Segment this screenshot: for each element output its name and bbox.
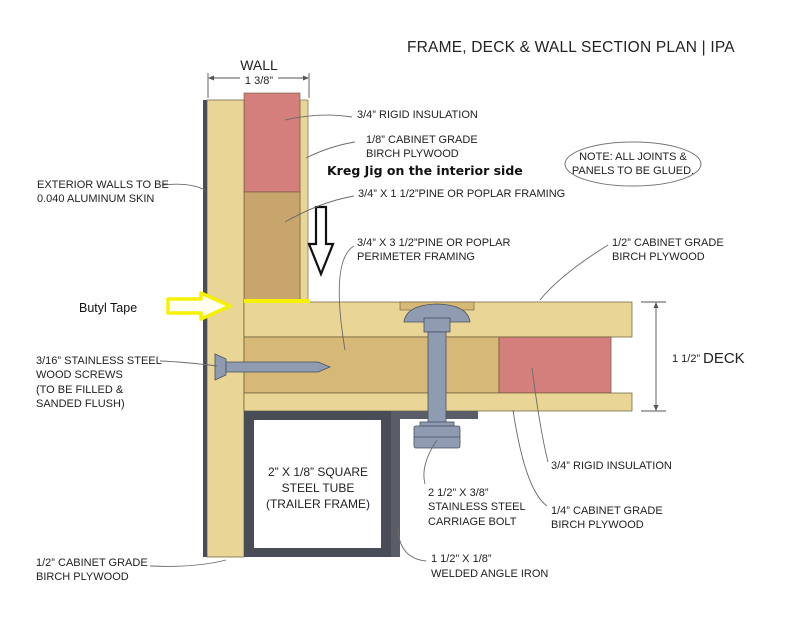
label-ply-half-bottom-line-2: BIRCH PLYWOOD (36, 571, 129, 583)
wall-rigid-insulation (243, 92, 301, 193)
wood-screw (214, 353, 332, 381)
label-bolt-line-1: 2 1/2” X 3/8” (428, 487, 489, 499)
label-exterior-line-2: 0.040 ALUMINUM SKIN (37, 193, 154, 205)
steel-square-tube: 2” X 1/8” SQUARE STEEL TUBE (TRAILER FRA… (244, 411, 391, 557)
tube-label-3: (TRAILER FRAME) (266, 497, 370, 511)
deck-label: DECK (703, 350, 745, 367)
wall-interior-plywood (299, 99, 309, 303)
label-ply-quarter-line-1: 1/4” CABINET GRADE (551, 505, 663, 517)
label-pine-framing: 3/4” X 1 1/2”PINE OR POPLAR FRAMING (358, 188, 565, 200)
wall-label: WALL (240, 57, 278, 73)
aluminum-skin (203, 100, 207, 557)
label-ply-1-8-line-1: 1/8” CABINET GRADE (366, 134, 478, 146)
kreg-jig-arrow: Kreg Jig on the interior side (307, 163, 523, 277)
label-perimeter-line-2: PERIMETER FRAMING (357, 251, 475, 263)
butyl-tape-annotation: Butyl Tape (79, 291, 310, 321)
leader-lines (149, 114, 609, 567)
label-bolt-line-3: CARRIAGE BOLT (428, 516, 517, 528)
exterior-plywood (206, 99, 245, 558)
tube-label-1: 2” X 1/8” SQUARE (268, 465, 368, 479)
label-ply-half-bottom-line-1: 1/2” CABINET GRADE (36, 557, 148, 569)
label-bolt-line-2: STAINLESS STEEL (428, 501, 526, 513)
label-ply-half-top-line-2: BIRCH PLYWOOD (612, 251, 705, 263)
label-screws-line-2: WOOD SCREWS (36, 369, 123, 381)
label-perimeter-line-1: 3/4” X 3 1/2”PINE OR POPLAR (357, 237, 511, 249)
label-rigid-insulation-top: 3/4” RIGID INSULATION (357, 109, 478, 121)
angle-iron (391, 411, 478, 557)
wall-framing (243, 191, 301, 303)
label-ply-half-top-line-1: 1/2” CABINET GRADE (612, 237, 724, 249)
diagram-title: FRAME, DECK & WALL SECTION PLAN | IPA (407, 39, 735, 56)
label-ply-1-8-line-2: BIRCH PLYWOOD (366, 148, 459, 160)
label-angle-line-2: WELDED ANGLE IRON (431, 568, 548, 580)
deck-rigid-insulation (498, 336, 612, 394)
note-line-2: PANELS TO BE GLUED. (572, 165, 694, 177)
label-ply-quarter-line-2: BIRCH PLYWOOD (551, 519, 644, 531)
deck-dimension: 1 1/2” DECK (641, 301, 745, 412)
kreg-jig-label: Kreg Jig on the interior side (327, 163, 523, 178)
note-line-1: NOTE: ALL JOINTS & (579, 151, 687, 163)
label-rigid-insulation-bottom: 3/4” RIGID INSULATION (551, 460, 672, 472)
tube-label-2: STEEL TUBE (282, 481, 355, 495)
butyl-tape-label: Butyl Tape (79, 301, 137, 315)
glue-note: NOTE: ALL JOINTS & PANELS TO BE GLUED. (564, 141, 702, 187)
deck-thickness: 1 1/2” (672, 353, 700, 365)
label-screws-line-1: 3/16” STAINLESS STEEL (36, 355, 162, 367)
carriage-bolt (399, 301, 475, 449)
wall-dimension: WALL 1 3/8” (207, 57, 310, 98)
label-exterior-line-1: EXTERIOR WALLS TO BE (37, 179, 169, 191)
label-screws-line-3: (TO BE FILLED & (36, 384, 124, 396)
wall-thickness: 1 3/8” (245, 75, 273, 87)
label-angle-line-1: 1 1/2” X 1/8” (431, 553, 492, 565)
label-screws-line-4: SANDED FLUSH) (36, 398, 125, 410)
